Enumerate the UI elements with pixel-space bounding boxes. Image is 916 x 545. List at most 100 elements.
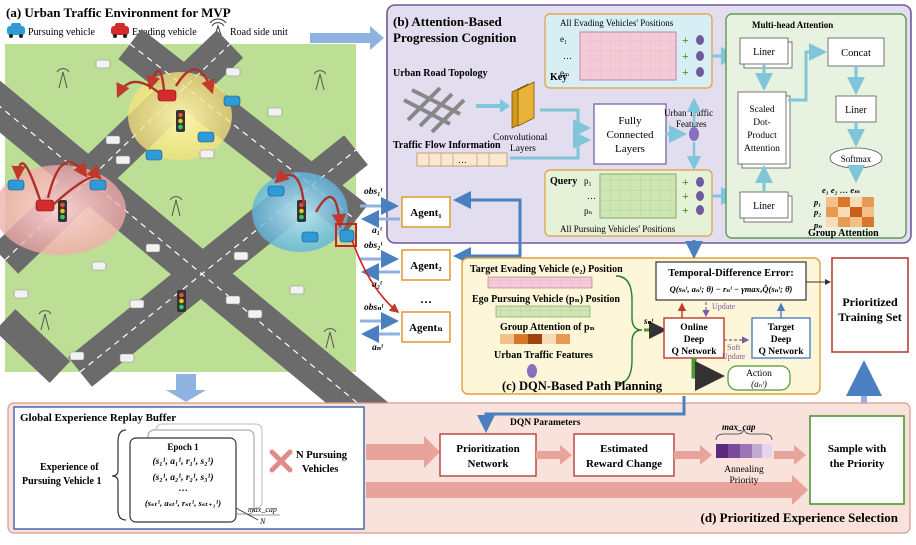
traffic-flow-dots: … [458,155,467,165]
max-cap-label: max_cap [722,422,756,432]
buffer-to-prioritization-arrow [366,436,440,468]
dqn-parameters-label: DQN Parameters [510,418,581,428]
sdpa-label-4: Attention [744,144,780,154]
legend-rsu: Road side unit [230,27,288,38]
svg-text:+: + [682,65,689,79]
query-pN: pₙ [584,206,593,216]
highlight-to-agent-n-arrow [351,239,400,313]
liner-box-out [835,95,877,123]
panel-a-title: (a) Urban Traffic Environment for MVP [6,5,231,20]
td-formula: Q(sₙᵗ, aₙᵗ; θ) − rₙᵗ − γmaxₐQ̂(sₙᵗ; θ̂) [670,284,793,294]
experience-label-1: Experience of [40,462,99,473]
evading-vehicles [35,89,177,212]
legend: Pursuing vehicle Evading vehicle Road si… [7,18,288,39]
mha-title: Multi-head Attention [752,20,833,30]
concat-label: Concat [841,48,871,59]
agents-column: Agent₁ Agent₂ … Agentₙ obs₁ᵗ a₁ᵗ obs₂ᵗ a… [351,187,522,353]
group-attention-of-label: Group Attention of pₙ [500,322,595,333]
pursuing-positions-label: All Pursuing Vehicles' Positions [560,224,676,234]
epoch-label: Epoch 1 [167,442,199,452]
sdpa-label-3: Product [747,131,777,141]
estimated-label-2: Reward Change [586,458,662,470]
query-add-nodes: + + + [682,175,704,217]
sample-label-1: Sample with [828,443,886,455]
convolutional-layers-icon [511,81,535,129]
prioritized-training-set-box [831,257,909,353]
epoch-card [129,437,237,523]
ego-pursuing-label: Ego Pursuing Vehicle (pₙ) Position [472,294,620,305]
estimated-reward-box [573,433,675,477]
map-to-cognition-arrow [310,26,384,50]
svg-text:+: + [682,33,689,47]
sdpa-label-1: Scaled [749,105,775,115]
road-topology-icon [403,86,466,134]
target-dqn-label-3: Q Network [758,347,804,357]
act-1-label: a₁ᵗ [372,226,382,236]
agents-ellipsis: … [420,292,432,306]
obs-1-label: obs₁ᵗ [364,187,383,197]
map-to-buffer-arrow [166,374,206,402]
urban-traffic-features-label: Urban Traffic Features [494,350,593,361]
online-dqn-label-1: Online [680,323,707,333]
key-dots: … [563,51,572,61]
panel-d-prioritized-experience: Global Experience Replay Buffer Experien… [7,396,911,534]
target-evading-label: Target Evading Vehicle (e₂) Position [470,264,623,275]
agent-1-box [401,196,451,228]
online-dqn-label-3: Q Network [671,347,717,357]
urban-features-node [689,127,699,141]
urban-features-label-1: Urban Traffic [664,108,713,118]
input-bracket [615,275,643,385]
softmax-label: Softmax [841,154,872,164]
panel-b-title-1: (b) Attention-Based [393,14,502,29]
traffic-flow-label: Traffic Flow Information [393,140,501,151]
rsu-tower-icons [38,68,337,349]
max-cap-n-bot: N [259,517,266,526]
transition-dots: … [178,484,188,494]
group-attention-row [500,334,570,344]
key-e1: e₁ [560,34,567,44]
query-dots: … [587,191,596,201]
prioritized-training-label-2: Training Set [838,310,901,324]
group-attention-label: Group Attention [808,228,879,239]
key-label: Key [550,72,567,83]
soft-update-label-1: Soft [727,343,741,352]
svg-text:+: + [682,203,689,217]
urban-road-topology-label: Urban Road Topology [393,68,487,79]
evading-vehicle-icon [111,23,129,38]
key-add-nodes: + + + [682,33,704,79]
svg-text:+: + [682,189,689,203]
state-label: sₙᵗ [643,316,654,326]
td-error-title: Temporal-Difference Error: [668,268,793,279]
panel-c-dqn-path-planning: Target Evading Vehicle (e₂) Position Ego… [461,240,831,395]
annealing-label-1: Annealing [724,465,764,475]
annealing-priority-bar [716,444,772,458]
conv-label-2: Layers [510,144,536,154]
ga-columns: e₁ e₂ … eₘ [822,185,860,195]
n-pursuing-label-1: N Pursuing [296,450,348,461]
act-2-label: a₂ᵗ [372,280,382,290]
evading-positions-label: All Evading Vehicles' Positions [560,18,674,28]
city-map [0,29,403,446]
key-eM: eₘ [560,68,570,78]
traffic-flow-vector: … [416,152,508,167]
transition-row-3: (sₛₜ¹, aₛₜ¹, rₛₜ¹, sₛₜ₊₁¹) [145,498,221,508]
agent-n-box [401,311,451,343]
agent-2-label: Agent₂ [410,260,442,272]
max-cap-n-top: max_cap [248,505,277,514]
online-dqn-label-2: Deep [684,335,705,345]
agent-2-box [401,249,451,281]
online-dqn-box [663,317,725,359]
legend-pursuing: Pursuing vehicle [28,27,95,38]
traffic-light-icons [58,110,306,312]
fc-label-3: Layers [615,143,645,155]
group-attention-matrix [826,197,874,227]
soft-update-label-2: Update [722,352,746,361]
annealing-label-2: Priority [729,476,758,486]
target-dqn-label-1: Target [768,323,795,333]
panel-c-title: (c) DQN-Based Path Planning [502,379,663,393]
update-label: Update [712,302,736,311]
flow-to-fc-arrow [510,131,591,160]
liner-key-label: Liner [753,47,775,58]
